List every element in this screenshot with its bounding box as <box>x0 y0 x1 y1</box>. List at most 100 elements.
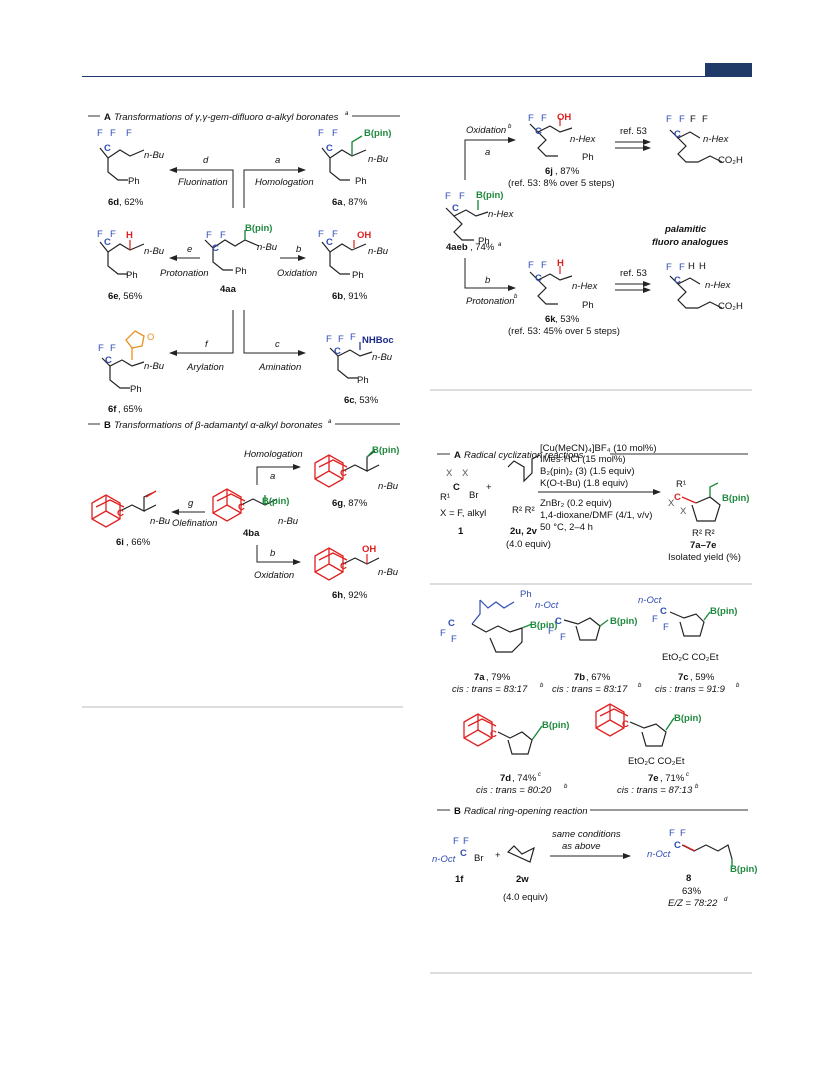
svg-text:ZnBr₂ (0.2 equiv): ZnBr₂ (0.2 equiv) <box>540 498 612 509</box>
svg-text:n-Hex: n-Hex <box>572 281 599 292</box>
svg-text:O: O <box>147 332 154 343</box>
svg-text:c: c <box>538 772 541 778</box>
svg-text:(4.0 equiv): (4.0 equiv) <box>503 892 548 903</box>
svg-text:F: F <box>206 230 212 241</box>
svg-text:7c: 7c <box>678 672 689 683</box>
svg-text:X: X <box>668 498 675 509</box>
svg-text:F: F <box>126 128 132 139</box>
svg-text:n-Bu: n-Bu <box>144 246 165 257</box>
svg-text:C: C <box>660 606 667 617</box>
svg-text:H: H <box>126 230 133 241</box>
svg-text:K(O-t-Bu) (1.8 equiv): K(O-t-Bu) (1.8 equiv) <box>540 478 628 489</box>
svg-text:Homologation: Homologation <box>255 177 314 188</box>
svg-text:C: C <box>674 129 681 140</box>
svg-text:e: e <box>187 244 192 255</box>
svg-text:d: d <box>724 897 728 903</box>
svg-text:C: C <box>340 561 347 572</box>
radical-a-conditions: [Cu(MeCN)₄]BF₄ (10 mol%) IMes·HCl (15 mo… <box>538 443 661 533</box>
svg-text:6g: 6g <box>332 498 343 509</box>
svg-text:, 87%: , 87% <box>343 498 368 509</box>
svg-text:b: b <box>270 548 275 559</box>
svg-text:F: F <box>332 229 338 240</box>
svg-text:F: F <box>445 191 451 202</box>
svg-text:, 74%: , 74% <box>470 242 495 253</box>
svg-text:C: C <box>674 275 681 286</box>
svg-text:6b: 6b <box>332 291 343 302</box>
svg-text:C: C <box>326 143 333 154</box>
svg-text:Amination: Amination <box>258 362 301 373</box>
svg-text:n-Bu: n-Bu <box>144 150 165 161</box>
svg-text:4aeb: 4aeb <box>446 242 468 253</box>
svg-text:F: F <box>690 114 696 125</box>
svg-text:as above: as above <box>562 841 601 852</box>
svg-text:Radical cyclization reactions: Radical cyclization reactions <box>464 450 584 461</box>
svg-text:B(pin): B(pin) <box>542 720 569 731</box>
label-4aa: 4aa <box>220 284 237 295</box>
svg-text:, 59%: , 59% <box>690 672 715 683</box>
compound-6i: C n-Bu 6i , 66% <box>91 490 171 548</box>
svg-text:CO₂H: CO₂H <box>718 301 743 312</box>
svg-text:C: C <box>340 468 347 479</box>
svg-text:F: F <box>110 343 116 354</box>
svg-text:F: F <box>110 229 116 240</box>
svg-text:Ph: Ph <box>357 375 369 386</box>
svg-text:a: a <box>328 419 332 425</box>
svg-text:B(pin): B(pin) <box>722 493 749 504</box>
svg-text:n-Bu: n-Bu <box>378 481 399 492</box>
svg-text:C: C <box>453 482 460 493</box>
svg-text:a: a <box>485 147 490 158</box>
svg-text:F: F <box>560 632 566 643</box>
svg-text:n-Oct: n-Oct <box>535 600 559 611</box>
svg-text:Ph: Ph <box>235 266 247 277</box>
svg-text:EtO₂C CO₂Et: EtO₂C CO₂Et <box>628 756 685 767</box>
svg-text:palamitic: palamitic <box>664 224 707 235</box>
svg-text:f: f <box>205 339 209 350</box>
svg-text:NHBoc: NHBoc <box>362 335 394 346</box>
svg-text:cis : trans = 83:17: cis : trans = 83:17 <box>552 684 628 695</box>
svg-text:C: C <box>622 719 629 730</box>
svg-text:b: b <box>296 244 301 255</box>
svg-text:B: B <box>104 420 111 431</box>
radical-a-header: A Radical cyclization reactions <box>437 450 748 461</box>
svg-text:a: a <box>270 471 275 482</box>
compound-6h: C OH n-Bu 6h , 92% <box>314 544 399 601</box>
svg-text:7d: 7d <box>500 773 511 784</box>
svg-text:B₂(pin)₂ (3) (1.5 equiv): B₂(pin)₂ (3) (1.5 equiv) <box>540 466 635 477</box>
radical-b-conditions: same conditions as above <box>550 829 631 859</box>
svg-text:C: C <box>238 502 245 513</box>
svg-text:C: C <box>117 508 124 519</box>
svg-text:F: F <box>528 113 534 124</box>
svg-text:, 74%: , 74% <box>512 773 537 784</box>
svg-text:C: C <box>490 729 497 740</box>
svg-text:C: C <box>104 143 111 154</box>
svg-text:B(pin): B(pin) <box>730 864 757 875</box>
svg-text:Protonation: Protonation <box>466 296 515 307</box>
svg-text:F: F <box>463 836 469 847</box>
svg-text:H: H <box>699 261 706 272</box>
svg-text:Ph: Ph <box>130 384 142 395</box>
svg-text:, 79%: , 79% <box>486 672 511 683</box>
svg-text:cis : trans = 83:17: cis : trans = 83:17 <box>452 684 528 695</box>
svg-text:, 67%: , 67% <box>586 672 611 683</box>
svg-text:F: F <box>528 260 534 271</box>
svg-text:Homologation: Homologation <box>244 449 303 460</box>
svg-text:50 °C, 2–4 h: 50 °C, 2–4 h <box>540 522 593 533</box>
svg-text:8: 8 <box>686 873 691 884</box>
svg-text:n-Oct: n-Oct <box>432 854 456 865</box>
svg-text:C: C <box>212 243 219 254</box>
svg-text:6f: 6f <box>108 404 117 415</box>
svg-text:C: C <box>460 848 467 859</box>
svg-text:Br: Br <box>474 853 484 864</box>
svg-text:F: F <box>541 260 547 271</box>
svg-text:n-Bu: n-Bu <box>257 242 278 253</box>
svg-text:Ph: Ph <box>478 236 490 247</box>
svg-text:C: C <box>452 203 459 214</box>
panel-a-arrows <box>169 167 306 356</box>
svg-text:F: F <box>459 191 465 202</box>
furan-ring <box>125 330 145 349</box>
